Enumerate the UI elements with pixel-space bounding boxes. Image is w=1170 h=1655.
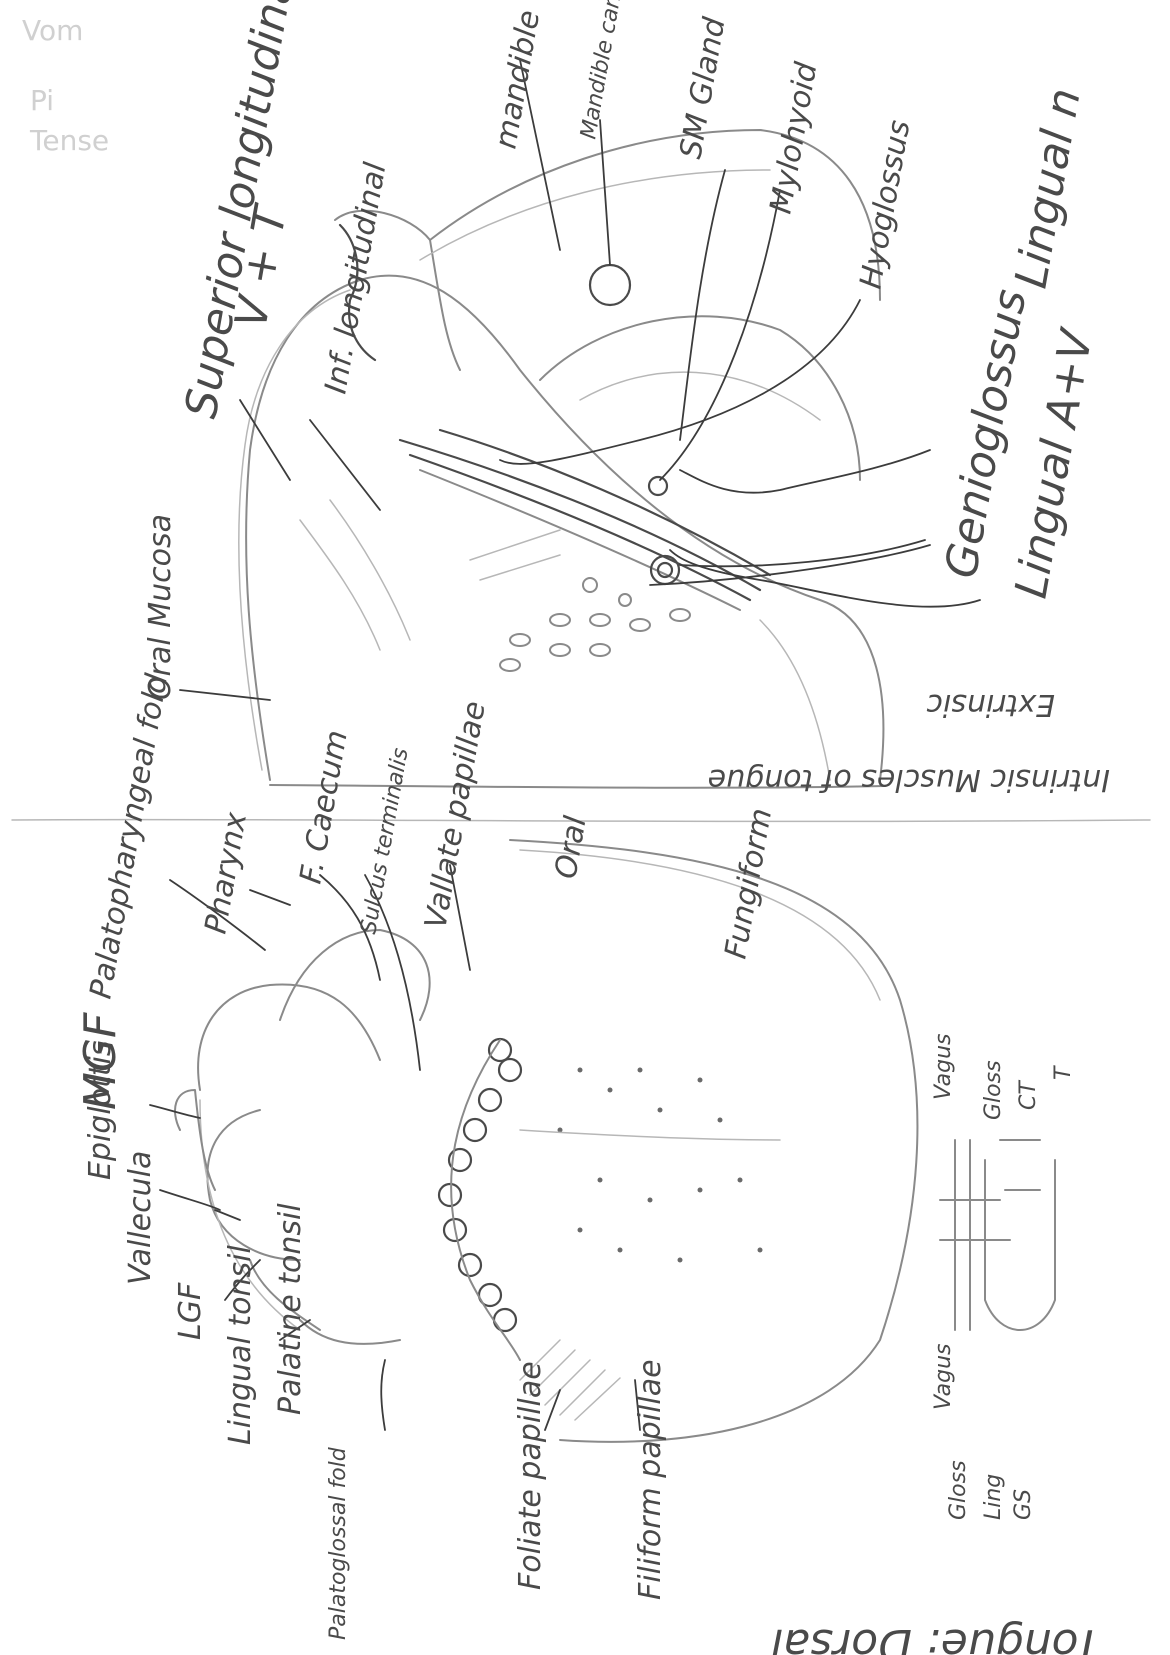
- label-sm-gland: SM Gland: [673, 14, 732, 161]
- label-extrinsic: Extrinsic: [926, 687, 1055, 722]
- label-oral: Oral: [548, 813, 593, 881]
- label-palatoglossal-fold: Palatoglossal fold: [326, 1446, 351, 1640]
- label-lgf: LGF: [173, 1282, 208, 1340]
- label-oral-mucosa: Oral Mucosa: [143, 514, 178, 700]
- label-epiglottis: Epiglottis: [83, 1040, 118, 1180]
- legend-ct: CT: [1016, 1080, 1041, 1110]
- label-sulcus-terminalis: Sulcus terminalis: [356, 746, 413, 936]
- page-title: Tongue: Dorsal: [770, 1619, 1100, 1655]
- label-mandible-canal: Mandible canal: [576, 0, 629, 141]
- section-leaders: [179, 59, 981, 701]
- legend-vagus-left: Vagus: [931, 1344, 956, 1411]
- label-palatine-tonsil: Palatine tonsil: [273, 1203, 308, 1415]
- label-vallecula: Vallecula: [123, 1151, 158, 1285]
- label-filiform-papillae: Filiform papillae: [633, 1359, 668, 1600]
- ghost-text-3: Tense: [29, 124, 109, 157]
- label-palatopharyngeal-fold: Palatopharyngeal fold: [83, 670, 175, 1001]
- label-intrinsic-muscles: Intrinsic Muscles of tongue: [708, 762, 1110, 797]
- legend-gloss-left: Gloss: [946, 1460, 971, 1520]
- legend-t: T: [1051, 1065, 1076, 1080]
- label-mgf: MGF: [75, 1012, 126, 1110]
- label-vallate-papillae: Vallate papillae: [418, 699, 492, 932]
- label-foliate-papillae: Foliate papillae: [513, 1361, 548, 1590]
- label-lingual-nerve: Lingual n: [1006, 85, 1091, 292]
- label-f-caecum: F. Caecum: [293, 728, 354, 887]
- section-drawing: [237, 129, 886, 789]
- legend-vagus-right: Vagus: [931, 1034, 956, 1101]
- label-inferior-longitudinal: Inf. longitudinal: [318, 159, 393, 396]
- label-fungiform: Fungiform: [718, 806, 779, 962]
- dorsal-leaders: [149, 864, 641, 1431]
- ghost-text-2: Pi: [30, 84, 54, 117]
- label-pharynx: Pharynx: [198, 810, 254, 937]
- label-mandible: mandible: [488, 8, 547, 152]
- legend-ling-left: Ling: [981, 1474, 1006, 1520]
- legend-gloss-right: Gloss: [981, 1060, 1006, 1120]
- page-divider: [11, 818, 1151, 823]
- dorsal-drawing: [174, 839, 1056, 1443]
- label-mylohyoid: Mylohyoid: [763, 59, 824, 217]
- ghost-text-1: Vom: [22, 14, 83, 47]
- label-lingual-tonsil: Lingual tonsil: [223, 1245, 258, 1445]
- legend-gs: GS: [1011, 1489, 1036, 1520]
